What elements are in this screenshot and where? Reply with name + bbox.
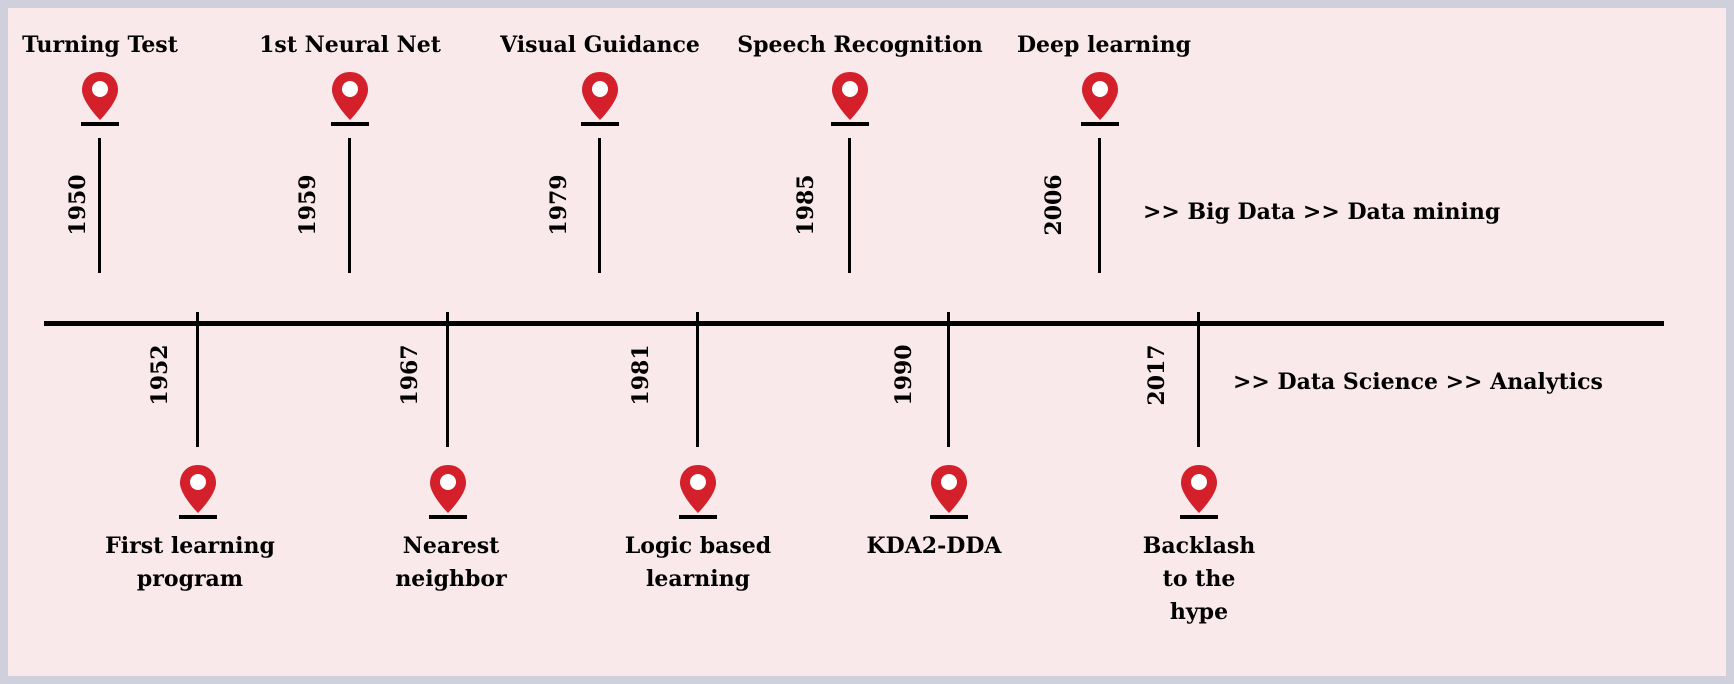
event-year: 1985 [793, 174, 819, 236]
event-year: 1950 [65, 174, 91, 236]
timeline-axis [44, 321, 1664, 326]
event-year: 1990 [891, 344, 917, 406]
event-caption: Backlash to the hype [1142, 533, 1256, 625]
event-stem [947, 312, 950, 447]
event-title: Speech Recognition [737, 32, 983, 58]
event-caption: Nearest neighbor [395, 533, 507, 592]
event-caption: Logic based learning [624, 533, 772, 592]
event-year: 1979 [546, 174, 572, 236]
note-data-science: >> Data Science >> Analytics [1233, 369, 1603, 395]
event-year: 2017 [1144, 344, 1170, 406]
event-title: Visual Guidance [500, 32, 700, 58]
event-title: 1st Neural Net [259, 32, 441, 58]
event-stem [1098, 138, 1101, 273]
event-stem [696, 312, 699, 447]
map-pin-icon [331, 72, 369, 126]
event-year: 2006 [1041, 174, 1067, 236]
event-title: Turning Test [22, 32, 178, 58]
event-year: 1952 [147, 344, 173, 406]
event-stem [348, 138, 351, 273]
event-stem [196, 312, 199, 447]
map-pin-icon [930, 465, 968, 519]
event-stem [598, 138, 601, 273]
event-year: 1981 [628, 344, 654, 406]
event-year: 1967 [397, 344, 423, 406]
event-stem [848, 138, 851, 273]
map-pin-icon [179, 465, 217, 519]
event-caption: KDA2-DDA [866, 533, 1002, 559]
event-caption: First learning program [105, 533, 275, 592]
map-pin-icon [831, 72, 869, 126]
map-pin-icon [429, 465, 467, 519]
event-stem [446, 312, 449, 447]
map-pin-icon [1180, 465, 1218, 519]
timeline-panel: Turning Test 1950 1st Neural Net 1959 Vi… [8, 8, 1726, 676]
event-title: Deep learning [1016, 32, 1192, 58]
note-big-data: >> Big Data >> Data mining [1143, 199, 1501, 225]
event-year: 1959 [295, 174, 321, 236]
event-stem [1197, 312, 1200, 447]
map-pin-icon [679, 465, 717, 519]
map-pin-icon [81, 72, 119, 126]
event-stem [98, 138, 101, 273]
map-pin-icon [1081, 72, 1119, 126]
map-pin-icon [581, 72, 619, 126]
